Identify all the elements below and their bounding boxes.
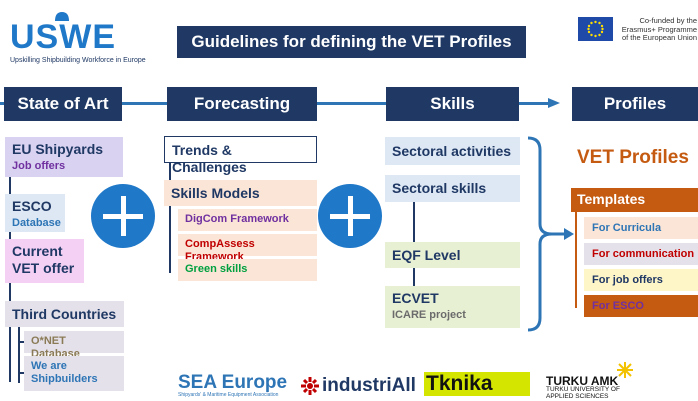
sea-europe-logo: SEA Europe Shipyards' & Maritime Equipme… — [178, 372, 288, 401]
industriall-icon — [301, 377, 319, 395]
industriall-logo: industriAll — [300, 375, 416, 397]
skills-models-label: Skills Models — [171, 185, 260, 201]
third-countries-title: Third Countries — [12, 306, 117, 322]
sectoral-activities-label: Sectoral activities — [392, 143, 512, 159]
green-skills-label: Green skills — [185, 263, 248, 275]
logo-tagline: Upskilling Shipbuilding Workforce in Eur… — [10, 57, 146, 64]
industriall-name: industriAll — [322, 375, 416, 396]
vet-profiles-heading: VET Profiles — [577, 147, 689, 168]
esco-sub: Database — [12, 216, 61, 229]
digcom-label: DigCom Framework — [185, 213, 289, 225]
sea-europe-name: SEA Europe — [178, 372, 288, 393]
uswe-logo: USWE Upskilling Shipbuilding Workforce i… — [10, 10, 146, 65]
template-curricula: For Curricula — [584, 217, 698, 239]
template-communication-label: For communication — [592, 248, 695, 260]
stage-forecasting: Forecasting — [167, 87, 317, 121]
third-countries-line — [18, 327, 20, 383]
sectoral-skills-box: Sectoral skills — [385, 175, 520, 202]
skills-line-2 — [413, 268, 415, 286]
eu-shipyards-box: EU Shipyards Job offers — [5, 137, 123, 177]
trends-challenges-box: Trends & Challenges — [164, 136, 317, 175]
tknika-logo: Tknika — [424, 372, 530, 398]
sectoral-activities-box: Sectoral activities — [385, 137, 520, 165]
shipbuilders-line-1: We are — [31, 360, 67, 372]
sectoral-skills-label: Sectoral skills — [392, 180, 487, 196]
skills-line — [413, 202, 415, 242]
green-skills-box: Green skills — [178, 259, 317, 281]
templates-box: Templates — [571, 188, 698, 212]
template-communication: For communication — [584, 243, 698, 265]
logo-text: USWE — [10, 18, 116, 56]
esco-title: ESCO — [12, 198, 52, 214]
template-curricula-label: For Curricula — [592, 222, 662, 234]
turku-line-2: TURKU UNIVERSITY OF — [546, 386, 620, 393]
onet-connector — [18, 341, 26, 343]
tknika-name: Tknika — [424, 372, 530, 396]
arrow-right-icon — [548, 98, 560, 108]
eu-line-2: Erasmus+ Programme — [621, 24, 697, 34]
eqf-level-label: EQF Level — [392, 247, 461, 263]
stage-state-of-art: State of Art — [4, 87, 122, 121]
eu-line-3: of the European Union — [621, 33, 697, 43]
current-vet-line-2: VET offer — [12, 259, 75, 276]
digcom-box: DigCom Framework — [178, 209, 317, 231]
shipbuilders-box: We are Shipbuilders — [24, 356, 124, 391]
bracket-arrow — [527, 136, 574, 332]
ecvet-box: ECVET ICARE project — [385, 286, 520, 328]
eu-funding-text: Co-funded by the Erasmus+ Programme of t… — [615, 16, 697, 43]
current-vet-box: Current VET offer — [5, 239, 84, 283]
shipbuilders-line-2: Shipbuilders — [31, 373, 98, 386]
turku-line-1: TURKU AMK — [546, 374, 619, 388]
sun-icon — [617, 362, 633, 378]
stage-skills: Skills — [386, 87, 519, 121]
shipbuilders-connector — [18, 372, 26, 374]
eu-shipyards-title: EU Shipyards — [12, 141, 104, 157]
trends-challenges-label: Trends & Challenges — [172, 142, 247, 175]
eu-flag-icon — [578, 17, 613, 41]
plus-icon — [91, 184, 155, 248]
third-countries-box: Third Countries — [5, 301, 124, 327]
template-esco-label: For ESCO — [592, 300, 644, 312]
template-job-offers: For job offers — [584, 269, 698, 291]
eu-shipyards-sub: Job offers — [12, 159, 66, 172]
forecasting-line — [169, 163, 171, 273]
helmet-icon — [55, 12, 69, 21]
sea-europe-tag: Shipyards' & Maritime Equipment Associat… — [178, 392, 279, 398]
templates-line — [575, 212, 577, 308]
eu-line-1: Co-funded by the — [639, 16, 697, 25]
ecvet-sub: ICARE project — [392, 308, 466, 321]
templates-label: Templates — [577, 191, 646, 207]
compassess-box: CompAssess Framework — [178, 234, 317, 263]
turku-logo: TURKU AMK TURKU UNIVERSITY OF APPLIED SC… — [546, 375, 636, 400]
stage-profiles: Profiles — [572, 87, 698, 121]
skills-models-box: Skills Models — [164, 180, 317, 206]
template-esco: For ESCO — [584, 295, 698, 317]
plus-icon — [318, 184, 382, 248]
turku-line-3: APPLIED SCIENCES — [546, 392, 609, 400]
onet-box: O*NET Database — [24, 331, 124, 360]
current-vet-line-1: Current — [12, 243, 63, 259]
esco-box: ESCO Database — [5, 194, 65, 232]
template-job-offers-label: For job offers — [592, 274, 663, 286]
eqf-level-box: EQF Level — [385, 242, 520, 268]
page-title: Guidelines for defining the VET Profiles — [177, 26, 526, 58]
ecvet-title: ECVET — [392, 290, 439, 306]
